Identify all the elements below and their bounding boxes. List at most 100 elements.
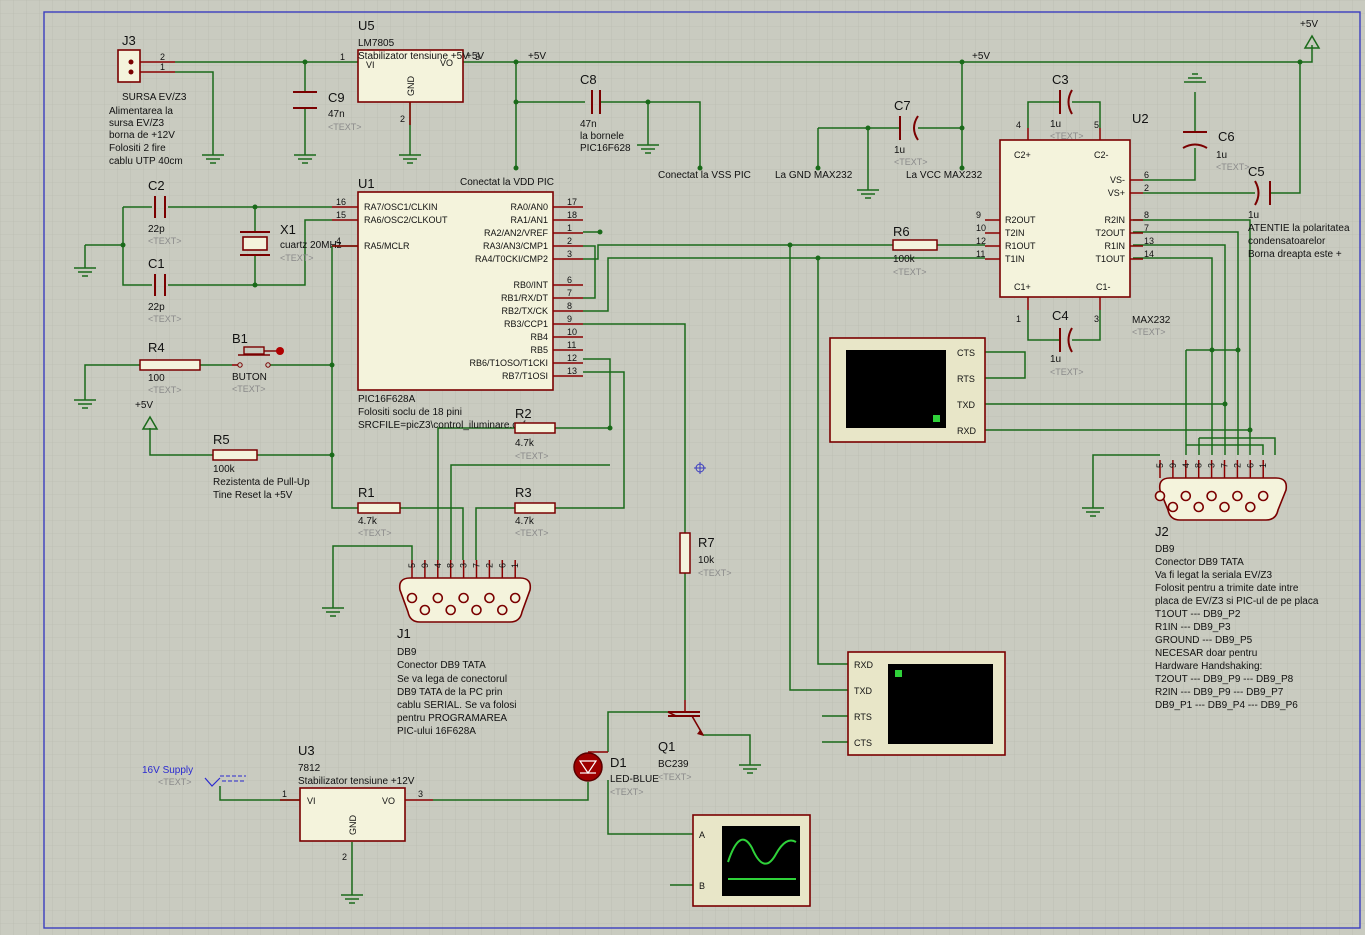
connector-j3[interactable]: J3 2 1 SURSA EV/Z3 Alimentarea la sursa …	[109, 33, 187, 167]
j3-note-3: borna de +12V	[109, 130, 175, 141]
svg-text:RTS: RTS	[957, 374, 975, 384]
capacitor-c3[interactable]: C3 1u <TEXT>	[1050, 72, 1084, 141]
u1-pin-number: 12	[567, 353, 577, 363]
j2-note-line: R2IN --- DB9_P9 --- DB9_P7	[1155, 687, 1284, 698]
svg-text:C7: C7	[894, 98, 911, 113]
top-5v-label: +5V	[1300, 19, 1318, 30]
resistor-r2[interactable]: R2 4.7k <TEXT>	[514, 406, 556, 461]
svg-text:condensatoarelor: condensatoarelor	[1248, 236, 1326, 247]
svg-text:CTS: CTS	[957, 348, 975, 358]
terminal-2-cursor	[895, 670, 902, 677]
svg-text:VO: VO	[440, 58, 453, 68]
svg-text:PIC16F628A: PIC16F628A	[358, 394, 416, 405]
svg-text:C3: C3	[1052, 72, 1069, 87]
oscilloscope[interactable]: A B	[692, 814, 811, 907]
svg-text:ATENTIE la polaritatea: ATENTIE la polaritatea	[1248, 223, 1350, 234]
svg-text:C4: C4	[1052, 308, 1069, 323]
j1-pins-hole	[509, 592, 521, 604]
svg-text:1: 1	[340, 52, 345, 62]
j3-ref: J3	[122, 33, 136, 48]
svg-text:R1: R1	[358, 485, 375, 500]
supply-16v-generator[interactable]: 16V Supply <TEXT>	[142, 765, 246, 787]
j2-note-line: GROUND --- DB9_P5	[1155, 635, 1253, 646]
svg-text:<TEXT>: <TEXT>	[1050, 367, 1084, 377]
regulator-u3[interactable]: U3 7812 Stabilizator tensiune +12V VI VO…	[280, 743, 433, 862]
button-b1[interactable]: B1 BUTON <TEXT>	[232, 331, 284, 394]
u1-pin-number: 17	[567, 197, 577, 207]
svg-text:TXD: TXD	[957, 400, 976, 410]
svg-text:GND: GND	[348, 815, 358, 836]
resistor-r7[interactable]: R7 10k <TEXT>	[679, 532, 732, 578]
svg-text:Tine Reset la +5V: Tine Reset la +5V	[213, 490, 293, 501]
j2-pins-number: 5	[1155, 463, 1165, 468]
probe-crosshair-icon	[694, 462, 706, 474]
svg-text:1u: 1u	[1050, 354, 1061, 365]
u2-pin-number: 8	[1144, 210, 1149, 220]
regulator-u5[interactable]: U5 LM7805 Stabilizator tensiune +5V VI V…	[340, 18, 480, 125]
u5-out-5v-label: +5V	[466, 51, 484, 62]
j1-pins-number: 6	[497, 563, 507, 568]
svg-text:B: B	[699, 881, 705, 891]
j2-note-line: T2OUT --- DB9_P9 --- DB9_P8	[1155, 674, 1294, 685]
u1-pin-label: RB1/RX/DT	[501, 293, 549, 303]
svg-text:2: 2	[400, 114, 405, 124]
transistor-q1[interactable]: Q1 BC239 <TEXT>	[658, 700, 704, 782]
note-vss: Conectat la VSS PIC	[658, 170, 751, 181]
capacitor-c9[interactable]: C9 47n <TEXT>	[293, 90, 362, 132]
capacitor-c7[interactable]: C7 1u <TEXT>	[894, 98, 928, 167]
svg-text:22p: 22p	[148, 224, 165, 235]
svg-text:1: 1	[1016, 314, 1021, 324]
u1-pin-number: 15	[336, 210, 346, 220]
resistor-r1[interactable]: R1 4.7k <TEXT>	[357, 485, 401, 538]
svg-text:la bornele: la bornele	[580, 131, 624, 142]
svg-text:RXD: RXD	[957, 426, 977, 436]
resistor-r6[interactable]: R6 100k <TEXT>	[892, 224, 938, 277]
capacitor-c6[interactable]: C6 1u <TEXT>	[1182, 129, 1250, 172]
resistor-r5[interactable]: R5 100k Rezistenta de Pull-Up Tine Reset…	[212, 432, 310, 501]
j1-pins-hole	[445, 604, 457, 616]
j3-note-2: sursa EV/Z3	[109, 118, 164, 129]
svg-text:B1: B1	[232, 331, 248, 346]
svg-text:Folositi soclu de 18 pini: Folositi soclu de 18 pini	[358, 407, 462, 418]
capacitor-c8[interactable]: C8 47n la bornele PIC16F628	[580, 72, 631, 154]
j2-note-line: R1IN --- DB9_P3	[1155, 622, 1231, 633]
svg-text:VI: VI	[366, 60, 375, 70]
svg-text:A: A	[699, 830, 705, 840]
svg-text:C1-: C1-	[1096, 282, 1111, 292]
j2-note-line: placa de EV/Z3 si PIC-ul de pe placa	[1155, 596, 1319, 607]
svg-text:<TEXT>: <TEXT>	[515, 528, 549, 538]
capacitor-c4[interactable]: C4 1u <TEXT>	[1050, 308, 1084, 377]
capacitor-c5[interactable]: C5 1u ATENTIE la polaritatea condensatoa…	[1248, 164, 1350, 260]
resistor-r4[interactable]: R4 100 <TEXT>	[139, 340, 201, 395]
u1-ref: U1	[358, 176, 375, 191]
svg-text:4.7k: 4.7k	[358, 516, 378, 527]
svg-text:100k: 100k	[893, 254, 916, 265]
u1-pin-label: RA4/T0CKI/CMP2	[475, 254, 548, 264]
virtual-terminal-1[interactable]: CTS RTS TXD RXD	[829, 337, 986, 443]
led-d1[interactable]: D1 LED-BLUE <TEXT>	[573, 751, 659, 797]
resistor-r3[interactable]: R3 4.7k <TEXT>	[514, 485, 556, 538]
u2-pin-number: 13	[1144, 236, 1154, 246]
svg-text:Conector DB9 TATA: Conector DB9 TATA	[397, 660, 486, 671]
u2-pin-number: 11	[976, 249, 985, 259]
j1-pins-hole	[496, 604, 508, 616]
crystal-x1[interactable]: X1 cuartz 20MHz <TEXT>	[240, 222, 342, 263]
u2-pin-number: 7	[1144, 223, 1149, 233]
capacitor-c2[interactable]: C2 22p <TEXT>	[148, 178, 182, 246]
svg-text:PIC16F628: PIC16F628	[580, 143, 631, 154]
u1-pin-number: 6	[567, 275, 572, 285]
capacitor-c1[interactable]: C1 22p <TEXT>	[148, 256, 182, 324]
virtual-terminal-2[interactable]: RXD TXD RTS CTS	[847, 651, 1006, 756]
svg-text:10k: 10k	[698, 555, 715, 566]
svg-text:C9: C9	[328, 90, 345, 105]
svg-text:TXD: TXD	[854, 686, 873, 696]
svg-text:DB9 TATA de la PC prin: DB9 TATA de la PC prin	[397, 687, 502, 698]
svg-text:100: 100	[148, 373, 165, 384]
